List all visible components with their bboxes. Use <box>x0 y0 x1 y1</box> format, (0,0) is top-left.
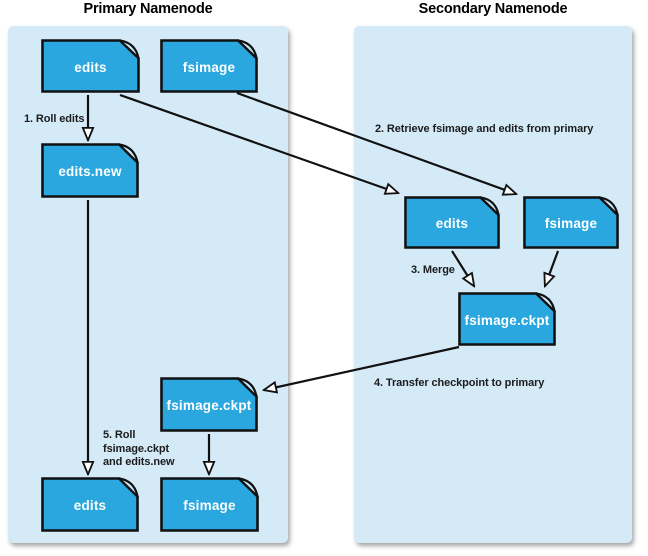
secondary-namenode-title: Secondary Namenode <box>418 1 568 17</box>
document-icon <box>41 143 139 198</box>
doc-secondary-edits: edits <box>404 196 500 249</box>
document-icon <box>160 477 259 532</box>
doc-label: fsimage <box>544 216 598 231</box>
secondary-namenode-panel <box>354 26 632 543</box>
step4-label: 4. Transfer checkpoint to primary <box>374 377 545 389</box>
doc-label: edits.new <box>58 164 122 179</box>
doc-primary-edits-bottom: edits <box>41 477 139 532</box>
document-icon <box>160 39 258 93</box>
document-icon <box>41 39 140 93</box>
doc-label: edits <box>435 216 469 231</box>
step3-label: 3. Merge <box>411 264 455 276</box>
doc-primary-edits-top: edits <box>41 39 140 93</box>
doc-label: fsimage.ckpt <box>464 312 550 328</box>
doc-secondary-fsimage-ckpt: fsimage.ckpt <box>458 292 556 346</box>
doc-label: edits <box>73 498 107 513</box>
doc-label: fsimage <box>183 498 236 513</box>
doc-label: edits <box>74 59 107 75</box>
document-icon <box>160 377 258 432</box>
doc-primary-fsimage-ckpt: fsimage.ckpt <box>160 377 258 432</box>
step1-label: 1. Roll edits <box>24 113 85 125</box>
doc-label: fsimage.ckpt <box>166 398 252 413</box>
document-icon <box>404 196 500 249</box>
step5-label: 5. Roll fsimage.ckpt and edits.new <box>103 429 175 470</box>
doc-primary-edits-new: edits.new <box>41 143 139 198</box>
step5-label-line2: fsimage.ckpt <box>103 442 170 455</box>
document-icon <box>41 477 139 532</box>
doc-primary-fsimage-bottom: fsimage <box>160 477 259 532</box>
primary-namenode-title: Primary Namenode <box>83 1 213 17</box>
document-icon <box>523 196 619 249</box>
step5-label-line3: and edits.new <box>103 456 175 468</box>
document-icon <box>458 292 556 346</box>
step5-label-line1: 5. Roll <box>103 429 136 441</box>
doc-label: fsimage <box>182 59 236 75</box>
doc-primary-fsimage-top: fsimage <box>160 39 258 93</box>
step2-label: 2. Retrieve fsimage and edits from prima… <box>375 123 594 135</box>
doc-secondary-fsimage: fsimage <box>523 196 619 249</box>
